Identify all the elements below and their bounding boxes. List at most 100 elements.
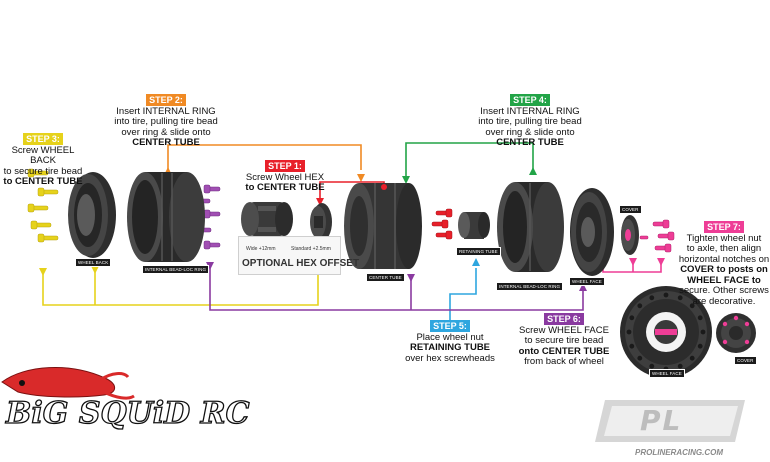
hex-wide-label: Wide +12mm <box>246 246 276 252</box>
wheel-face-hole <box>629 315 635 321</box>
step6-line-4: from back of wheel <box>524 356 604 367</box>
step3-line-1: Screw WHEEL BACK <box>11 144 75 166</box>
step4-line-3: over ring & slide onto <box>485 126 575 138</box>
step6-line-3: onto CENTER TUBE <box>518 345 610 357</box>
step7-line-4: COVER to posts on <box>680 264 768 275</box>
step4-line-1: Insert INTERNAL RING <box>480 105 580 117</box>
step1-arrow-1 <box>316 198 324 206</box>
wheel-face-hole <box>663 292 669 298</box>
step7-label: STEP 7: Tighten wheel nut to axle, then … <box>678 221 770 307</box>
pink-screws <box>639 219 675 253</box>
step7-badge: STEP 7: <box>704 221 744 233</box>
wheel-face-hole <box>626 329 632 335</box>
wheel-face-hole <box>637 303 643 309</box>
step3-badge: STEP 3: <box>23 133 63 145</box>
step1-line-1: Screw Wheel HEX <box>245 171 325 183</box>
step5-line-3: over hex screwheads <box>405 352 495 364</box>
wheel-face-hole <box>689 355 695 361</box>
wheel-face-hole <box>649 363 655 369</box>
step6-arrow-2 <box>407 274 415 282</box>
step3-arrow-2 <box>91 266 99 274</box>
step2-line-4: CENTER TUBE <box>132 137 200 148</box>
step6-arrow-3 <box>579 283 587 291</box>
retaining-tube-part <box>458 212 490 239</box>
step5-label: STEP 5: Place wheel nut RETAINING TUBE o… <box>405 320 495 364</box>
retaining-tube-tag: RETAINING TUBE <box>456 247 501 256</box>
wheel-face-hole <box>677 363 683 369</box>
step1-badge: STEP 1: <box>265 160 305 172</box>
wheel-face-hole <box>689 303 695 309</box>
hex-standard-label: Standard +2.5mm <box>291 246 331 252</box>
proline-logo-icon <box>595 400 745 442</box>
cover-front-tag: COVER <box>734 356 757 365</box>
ring-left-tag: INTERNAL BEAD-LOC RING <box>142 265 210 274</box>
step5-line-2: RETAINING TUBE <box>409 342 491 353</box>
step3-arrow-1 <box>39 268 47 276</box>
ring-right-tag: INTERNAL BEAD-LOC RING <box>496 282 564 291</box>
step1-line-2: to CENTER TUBE <box>245 182 325 193</box>
wheel-face-front <box>620 286 712 378</box>
step4-line-4: CENTER TUBE <box>496 137 564 148</box>
wheel-face-part <box>570 188 614 276</box>
wheel-face-hole <box>637 355 643 361</box>
cover-front <box>716 313 756 353</box>
step7-line-6: secure. Other screws <box>679 285 769 296</box>
step7-line-7: are decorative. <box>692 295 756 307</box>
step2-badge: STEP 2: <box>146 94 186 106</box>
center-tube-part <box>344 183 422 269</box>
hex-standard-part <box>310 203 332 241</box>
step7-line-5: WHEEL FACE to <box>687 274 761 286</box>
step7-arrow-2 <box>629 258 637 266</box>
yellow-screws <box>27 168 59 243</box>
ring-left-part <box>127 172 205 262</box>
step4-label: STEP 4: Insert INTERNAL RING into tire, … <box>475 94 585 149</box>
center-tube-tag: CENTER TUBE <box>366 273 405 282</box>
wheel-face-hole <box>629 343 635 349</box>
bigsquid-squid-icon <box>1 366 135 400</box>
step6-label: STEP 6: Screw WHEEL FACE to secure tire … <box>516 313 612 368</box>
step2-connector <box>167 144 362 172</box>
hex-offset-title: OPTIONAL HEX OFFSET <box>242 258 360 269</box>
hex-offset-box <box>238 236 341 275</box>
step4-arrow-1 <box>402 176 410 184</box>
step7-line-1: Tighten wheel nut <box>686 232 762 244</box>
step3-label: STEP 3: Screw WHEEL BACK to secure tire … <box>2 133 84 188</box>
bigsquid-logo-text: BiG SQUiD RC <box>5 395 250 431</box>
step3-line-2: to secure tire bead <box>3 165 83 177</box>
step6-line-1: Screw WHEEL FACE <box>519 324 609 336</box>
step2-line-2: into tire, pulling tire bead <box>114 116 218 127</box>
step4-connector <box>405 142 534 176</box>
step5-line-1: Place wheel nut <box>416 331 484 343</box>
step6-line-2: to secure tire bead <box>524 335 604 346</box>
step6-connector <box>209 266 584 311</box>
hex-wide-part <box>241 202 293 236</box>
wheel-face-hole <box>649 295 655 301</box>
wheel-face-front-tag: WHEEL FACE <box>649 369 685 378</box>
step2-arrow-2 <box>357 174 365 182</box>
step3-line-3: to CENTER TUBE <box>3 176 83 187</box>
step2-label: STEP 2: Insert INTERNAL RING into tire, … <box>112 94 220 149</box>
step4-arrow-2 <box>529 167 537 175</box>
step4-line-2: into tire, pulling tire bead <box>478 116 582 127</box>
step5-badge: STEP 5: <box>430 320 470 332</box>
wheel-back-part <box>68 172 116 258</box>
wheel-face-hole <box>697 315 703 321</box>
red-screws <box>431 208 453 240</box>
step6-arrow-1 <box>206 262 214 270</box>
wheel-back-tag: WHEEL BACK <box>75 258 112 267</box>
wheel-face-hole <box>700 329 706 335</box>
step2-line-1: Insert INTERNAL RING <box>116 105 216 117</box>
step7-line-3: horizontal notches on <box>678 253 770 265</box>
step7-line-2: to axle, then align <box>686 243 762 254</box>
step2-line-3: over ring & slide onto <box>121 126 211 138</box>
step3-connector <box>42 270 319 306</box>
proline-website: PROLINERACING.COM <box>635 448 723 457</box>
ring-right-part <box>497 182 564 272</box>
step5-arrow <box>472 258 480 266</box>
step5-connector <box>449 268 477 322</box>
proline-logo-mark: PL <box>640 404 683 437</box>
wheel-face-hole <box>677 295 683 301</box>
wheel-face-hole <box>697 343 703 349</box>
